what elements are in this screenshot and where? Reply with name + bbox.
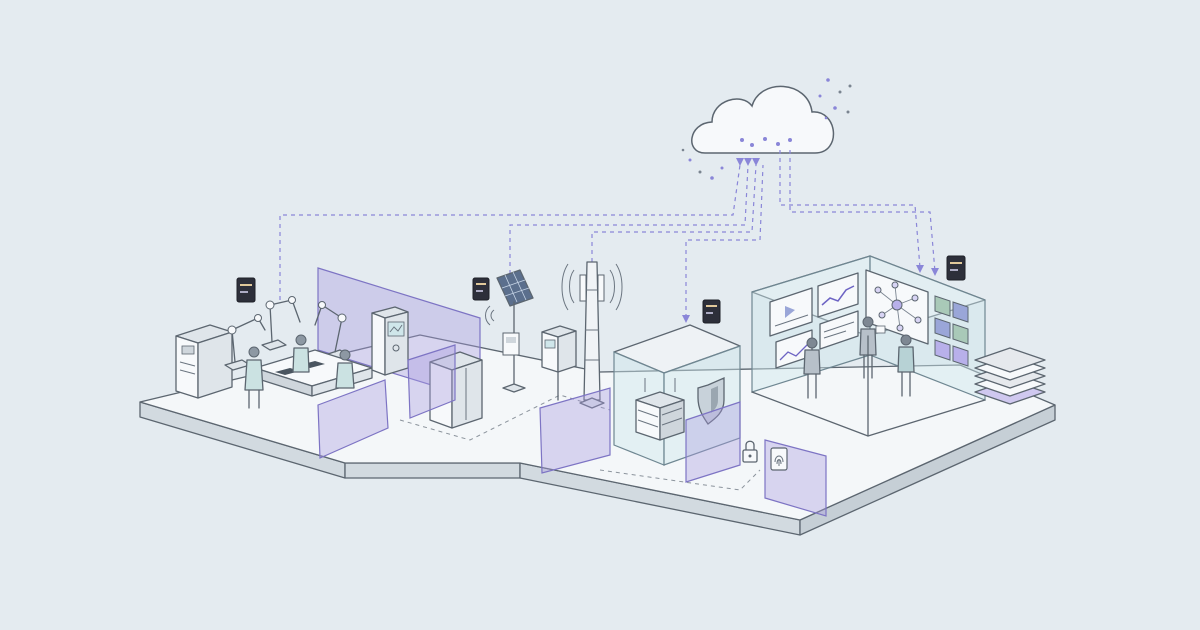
network-graph-icon [865,269,929,345]
hmi-kiosk [371,306,409,376]
worker [335,349,355,389]
server-rack-icon [635,378,685,441]
worker [244,346,264,409]
document-stack-icon [974,347,1046,405]
factory-zone [175,267,483,459]
operator [803,337,821,399]
dashboard-screen-icon [817,272,859,318]
security-chip-icon [702,299,721,324]
lock-icon [742,440,758,463]
robot-arm-icon [261,296,301,351]
cell-tower-icon [561,261,623,409]
control-room [751,255,986,437]
shield-icon [697,377,725,425]
cloud-connections [279,150,939,323]
robot-arm-icon [224,314,266,371]
cloud-particles [681,78,852,180]
monitor-wall [934,295,969,367]
worker [292,334,310,373]
dashboard-screen-icon [819,310,859,350]
security-chip-icon [946,255,966,281]
cloud-icon [691,85,835,154]
electrical-panel [429,351,483,429]
solar-panel-icon [485,269,534,393]
smart-meter-icon [541,325,577,401]
fingerprint-icon [770,447,788,471]
dashboard-screen-icon [769,287,813,337]
operator [897,334,915,397]
security-chip-icon [472,277,490,301]
control-cabinet [175,324,233,399]
floor-wiring [399,394,761,491]
security-chip-icon [236,277,256,303]
secure-server-room [539,324,827,517]
